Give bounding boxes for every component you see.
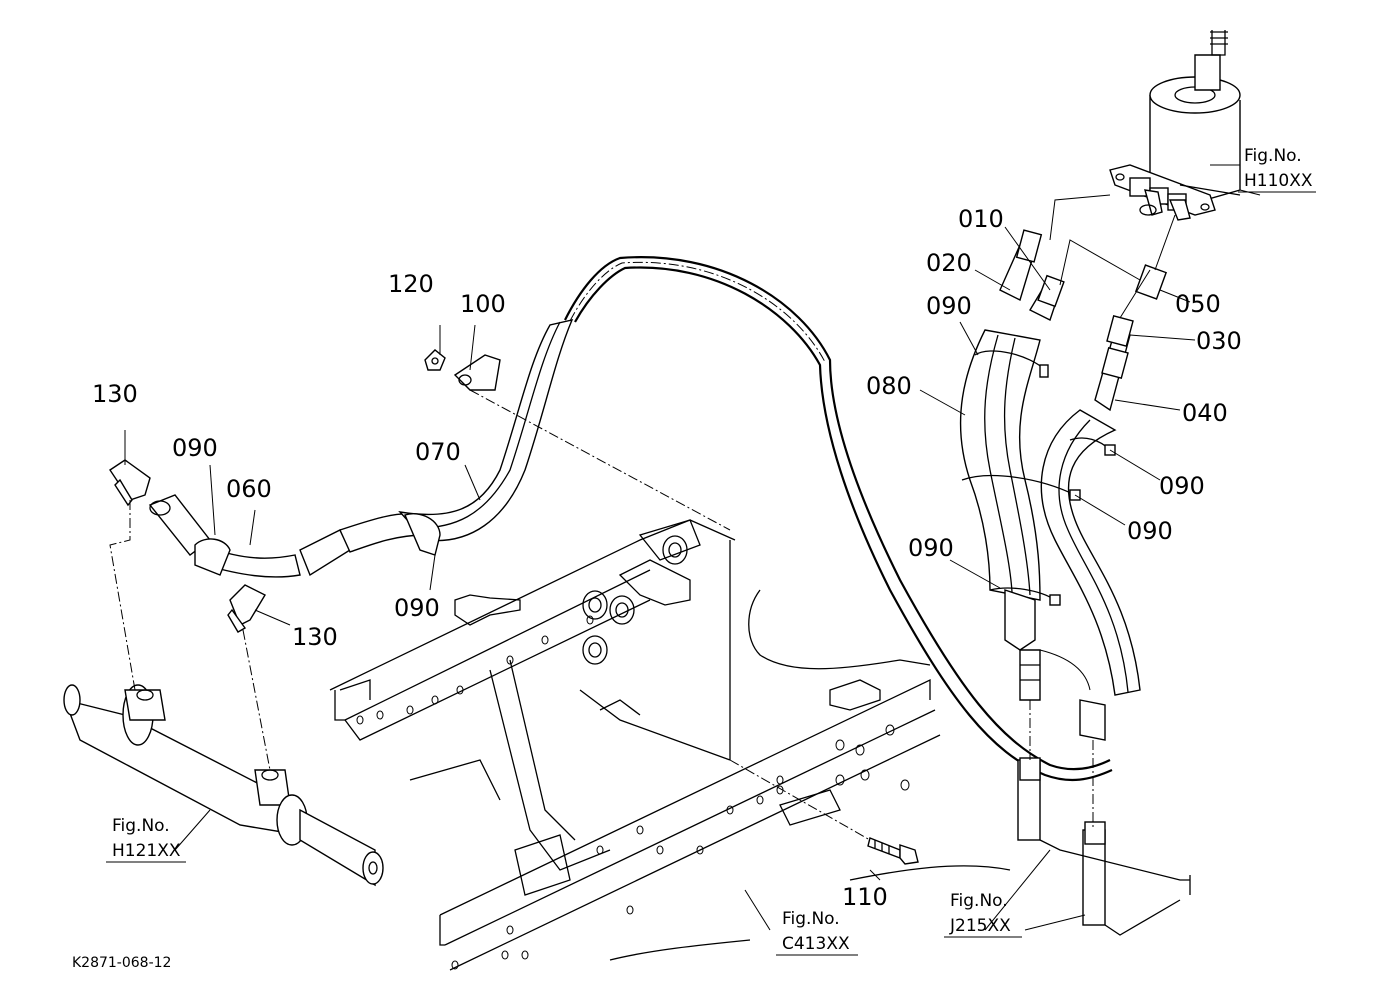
label-090-e: 090 — [172, 434, 218, 462]
steering-cylinder — [63, 684, 384, 887]
fig-number-h121: H121XX — [112, 841, 181, 861]
label-090-f: 090 — [394, 594, 440, 622]
hose-060 — [148, 494, 426, 578]
fitting-130-lower — [227, 584, 266, 633]
fig-label-h110: Fig.No. — [1244, 146, 1302, 166]
pipes-j215 — [1017, 757, 1191, 936]
fitting-130-upper — [109, 459, 151, 507]
label-130-b: 130 — [292, 623, 338, 651]
label-090-c: 090 — [1127, 517, 1173, 545]
fig-number-h110: H110XX — [1244, 171, 1313, 191]
drawing-code: K2871-068-12 — [72, 955, 171, 971]
figure-ref-j215: Fig.No. J215XX — [944, 891, 1022, 938]
hose-040 — [1039, 409, 1141, 741]
label-030: 030 — [1196, 327, 1242, 355]
label-040: 040 — [1182, 399, 1228, 427]
nut-120 — [424, 349, 446, 371]
fig-number-j215: J215XX — [949, 916, 1011, 936]
label-090-a: 090 — [926, 292, 972, 320]
clamps-090 — [194, 350, 1116, 606]
label-090-b: 090 — [1159, 472, 1205, 500]
leader-lines — [109, 164, 1261, 931]
fig-number-c413: C413XX — [782, 934, 850, 954]
figure-ref-h121: Fig.No. H121XX — [106, 816, 186, 863]
label-110: 110 — [842, 883, 888, 911]
figure-ref-c413: Fig.No. C413XX — [776, 909, 858, 956]
label-120: 120 — [388, 270, 434, 298]
label-070: 070 — [415, 438, 461, 466]
fig-label-c413: Fig.No. — [782, 909, 840, 929]
steering-unit — [1109, 30, 1241, 221]
label-020: 020 — [926, 249, 972, 277]
hose-080 — [959, 329, 1041, 701]
fig-label-h121: Fig.No. — [112, 816, 170, 836]
label-130-a: 130 — [92, 380, 138, 408]
label-010: 010 — [958, 205, 1004, 233]
label-050: 050 — [1175, 290, 1221, 318]
label-090-d: 090 — [908, 534, 954, 562]
label-060: 060 — [226, 475, 272, 503]
frame-chassis — [329, 519, 1011, 971]
label-080: 080 — [866, 372, 912, 400]
bolt-110 — [867, 837, 919, 865]
fig-label-j215: Fig.No. — [950, 891, 1008, 911]
figure-ref-h110: Fig.No. H110XX — [1238, 146, 1316, 193]
label-100: 100 — [460, 290, 506, 318]
bracket-100 — [453, 354, 501, 391]
part-labels: 010 020 090 080 050 030 040 090 090 090 … — [92, 205, 1242, 911]
